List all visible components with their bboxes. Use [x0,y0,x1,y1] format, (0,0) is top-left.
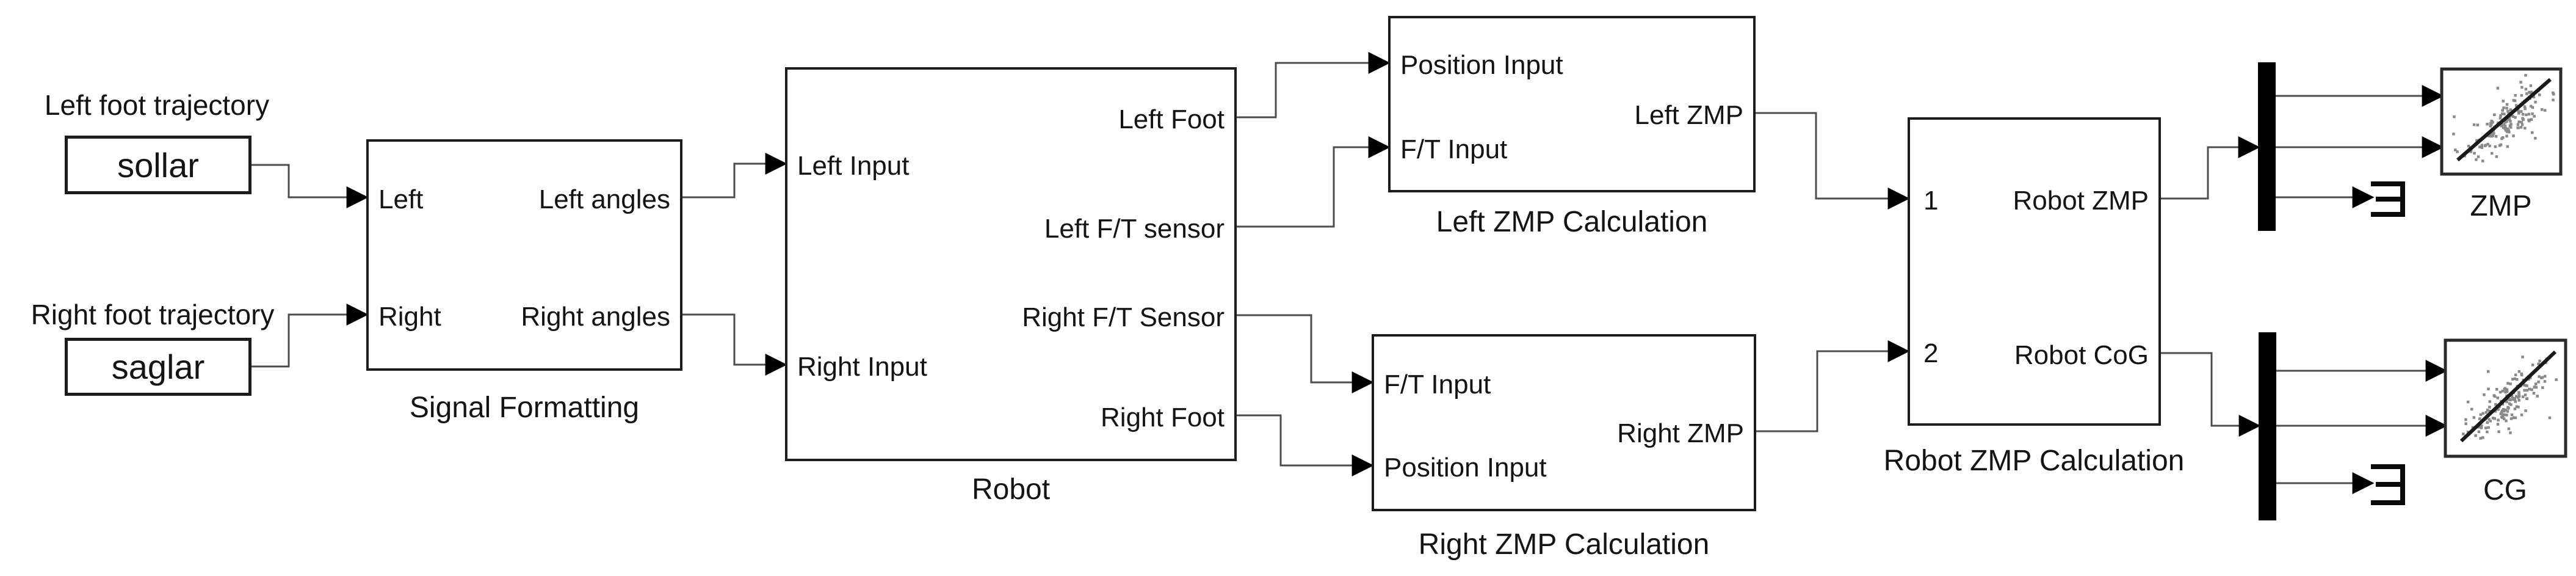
port-label-left: Left [378,184,424,214]
port-label-right: Right [378,302,441,332]
wire-right-zmp-to-input-2[interactable] [1756,340,1910,432]
port-label-left-angles: Left angles [538,184,670,214]
annotation-right-foot-trajectory[interactable]: Right foot trajectory [31,299,275,330]
port-label-position-input: Position Input [1384,453,1547,483]
wire-left-foot-to-position-input[interactable] [1237,52,1391,118]
wire-saglar-to-signal-formatting-right[interactable] [251,304,369,368]
zmp-scope-label: ZMP [2470,190,2532,222]
port-label-position-input: Position Input [1400,50,1563,80]
demux-cg-block[interactable] [2259,332,2276,520]
wire-right-ft-sensor-to-ft-input[interactable] [1237,314,1374,393]
block-left-zmp-calculation[interactable]: Position Input F/T Input Left ZMP [1388,16,1756,192]
cg-scope-block[interactable] [2444,338,2567,458]
scatter-plot-icon [2462,355,2558,440]
port-label-left-ft-sensor: Left F/T sensor [1044,214,1225,244]
demux-zmp-block[interactable] [2258,62,2276,231]
port-label-left-foot: Left Foot [1118,104,1225,134]
port-label-right-ft-sensor: Right F/T Sensor [1022,302,1225,332]
wire-robot-zmp-to-demux[interactable] [2161,136,2260,200]
saglar-label: saglar [111,348,205,386]
sollar-label: sollar [117,145,199,184]
zmp-scope-block[interactable] [2440,67,2563,176]
terminator-zmp-block[interactable] [2371,181,2405,217]
port-label-1: 1 [1923,186,1939,216]
wire-right-angles-to-robot-right-input[interactable] [682,313,787,376]
port-label-robot-zmp: Robot ZMP [2013,186,2149,216]
left-zmp-calculation-name: Left ZMP Calculation [1436,206,1708,238]
wire-left-ft-sensor-to-ft-input[interactable] [1237,136,1391,228]
port-label-left-input: Left Input [797,151,910,181]
block-saglar[interactable]: saglar [65,338,251,396]
regression-line-icon [2459,350,2557,443]
port-label-ft-input: F/T Input [1384,370,1491,399]
regression-line-icon [2456,78,2552,162]
block-robot-zmp-calculation[interactable]: 1 2 Robot ZMP Robot CoG [1908,117,2161,426]
wire-left-angles-to-robot-left-input[interactable] [682,153,787,199]
port-label-robot-cog: Robot CoG [2014,340,2149,370]
block-signal-formatting[interactable]: Left Right Left angles Right angles [366,139,682,371]
scatter-plot-icon [2452,74,2555,162]
port-label-2: 2 [1923,338,1939,368]
wire-right-foot-to-position-input[interactable] [1237,414,1374,476]
wire-robot-cog-to-demux[interactable] [2161,352,2261,437]
wire-left-zmp-to-input-1[interactable] [1756,112,1910,210]
port-label-right-zmp: Right ZMP [1617,418,1744,448]
right-zmp-calculation-name: Right ZMP Calculation [1418,528,1710,561]
robot-name: Robot [971,473,1051,506]
port-label-right-angles: Right angles [521,302,670,332]
cg-scope-label: CG [2483,474,2527,506]
block-sollar[interactable]: sollar [65,136,251,194]
robot-zmp-calculation-name: Robot ZMP Calculation [1883,445,2185,477]
port-label-ft-input: F/T Input [1400,134,1508,164]
annotation-left-foot-trajectory[interactable]: Left foot trajectory [44,89,270,121]
block-right-zmp-calculation[interactable]: F/T Input Position Input Right ZMP [1372,334,1756,511]
block-robot[interactable]: Left Input Right Input Left Foot Left F/… [785,67,1237,461]
port-label-right-foot: Right Foot [1101,403,1225,432]
terminator-cg-block[interactable] [2371,464,2405,505]
wire-sollar-to-signal-formatting-left[interactable] [251,164,369,208]
port-label-right-input: Right Input [797,352,927,382]
port-label-left-zmp: Left ZMP [1634,100,1744,130]
signal-formatting-name: Signal Formatting [409,392,640,424]
